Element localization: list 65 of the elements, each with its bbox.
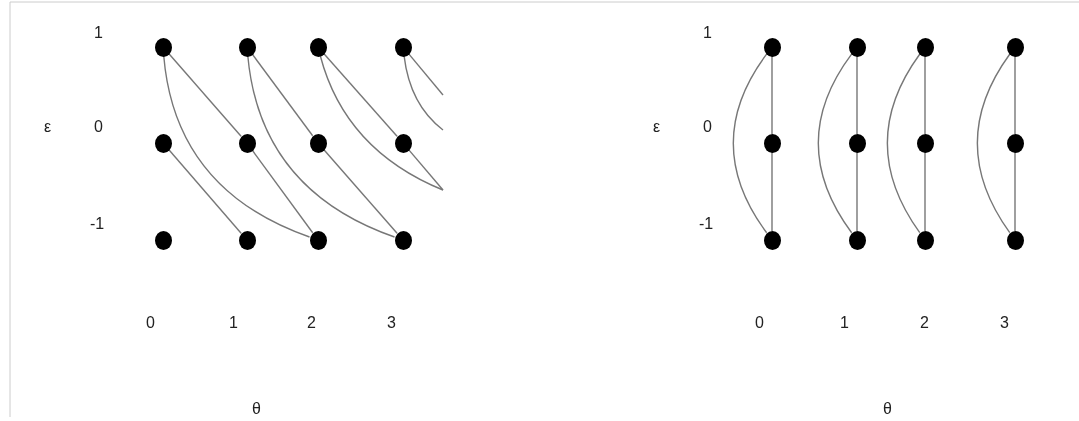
edge-line (323, 53, 398, 137)
edge-line (251, 149, 314, 234)
lattice-dot (154, 37, 172, 57)
lattice-dot (1006, 133, 1024, 153)
axis-tick-label: 1 (703, 24, 712, 42)
edge-line (1014, 55, 1016, 135)
axis-tick-label: -1 (90, 215, 105, 233)
lattice-dot (916, 37, 934, 57)
lattice-dot (394, 133, 412, 153)
curved-edge (319, 55, 444, 191)
edge-line (251, 53, 314, 137)
edge-line (408, 53, 444, 96)
lattice-dot (394, 37, 412, 57)
axis-tick-label: 0 (94, 118, 103, 136)
lattice-dot (848, 230, 866, 250)
lattice-dot (1006, 37, 1024, 57)
axis-tick-label: 1 (94, 24, 103, 42)
edge-line (168, 53, 242, 137)
lattice-dot (238, 133, 256, 153)
lattice-dot (238, 37, 256, 57)
axis-tick-label: 3 (387, 314, 396, 332)
axis-title: θ (883, 400, 892, 418)
lattice-dot (916, 230, 934, 250)
lattice-dot (154, 230, 172, 250)
curved-edge (886, 53, 921, 234)
axis-tick-label: 1 (840, 314, 849, 332)
curved-edge (817, 53, 853, 234)
lattice-dot (848, 37, 866, 57)
axis-title: ε (653, 118, 661, 136)
lattice-dot (763, 37, 781, 57)
curved-edge (163, 55, 311, 238)
lattice-dot (1006, 230, 1024, 250)
lattice-dot (238, 230, 256, 250)
lattice-dot (154, 133, 172, 153)
axis-tick-label: 3 (1000, 314, 1009, 332)
axis-title: θ (252, 400, 261, 418)
lattice-dot (763, 230, 781, 250)
edge-line (924, 151, 926, 232)
edge-line (1014, 151, 1016, 232)
lattice-dot (848, 133, 866, 153)
axis-tick-label: 2 (307, 314, 316, 332)
axis-tick-label: 2 (920, 314, 929, 332)
axis-title: ε (44, 118, 52, 136)
edge-line (168, 149, 242, 234)
edge-line (408, 149, 444, 191)
lattice-dot (916, 133, 934, 153)
curved-edge (976, 53, 1011, 234)
curved-edge (403, 55, 444, 131)
axis-tick-label: 0 (146, 314, 155, 332)
curved-edge (247, 55, 396, 238)
axis-tick-label: 1 (229, 314, 238, 332)
axis-tick-label: 0 (703, 118, 712, 136)
edge-line (771, 55, 773, 135)
lattice-dot (309, 230, 327, 250)
lattice-dot (309, 37, 327, 57)
edge-line (856, 151, 858, 232)
axis-tick-label: -1 (699, 215, 714, 233)
lattice-dot (394, 230, 412, 250)
curved-edge (732, 53, 768, 234)
lattice-dot (763, 133, 781, 153)
edge-line (323, 149, 398, 234)
axis-tick-label: 0 (755, 314, 764, 332)
lattice-dot (309, 133, 327, 153)
edge-line (771, 151, 773, 232)
edge-line (856, 55, 858, 135)
